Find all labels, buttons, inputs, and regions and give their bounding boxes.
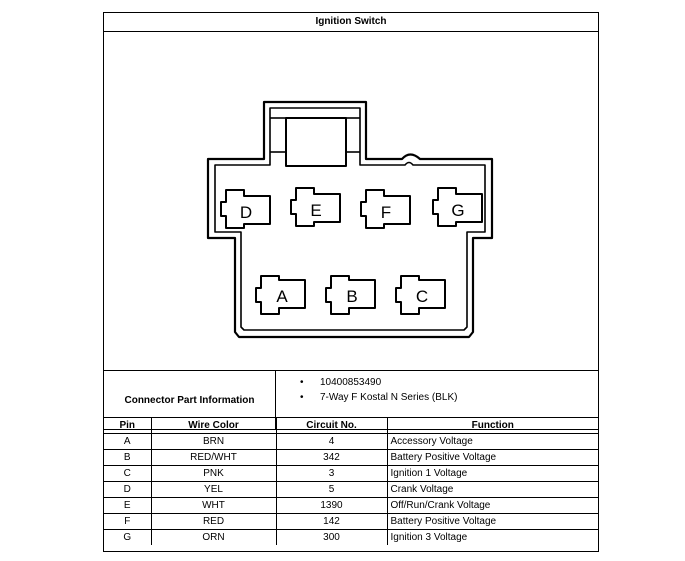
cell-circuit-no: 4	[275, 433, 388, 450]
pin-label-a: A	[276, 287, 288, 306]
connector-description: 7-Way F Kostal N Series (BLK)	[300, 390, 457, 405]
cell-pin: C	[104, 465, 152, 482]
cell-circuit-no: 1390	[275, 497, 388, 514]
table-row: G ORN 300 Ignition 3 Voltage	[104, 529, 598, 545]
cell-pin: B	[104, 449, 152, 466]
cell-circuit-no: 300	[275, 529, 388, 545]
table-row: D YEL 5 Crank Voltage	[104, 481, 598, 498]
cell-circuit-no: 342	[275, 449, 388, 466]
pinout-table: Pin Wire Color Circuit No. Function A BR…	[104, 417, 598, 545]
table-row: E WHT 1390 Off/Run/Crank Voltage	[104, 497, 598, 514]
connector-housing-outline	[206, 100, 494, 339]
cell-function: Ignition 3 Voltage	[386, 529, 598, 545]
cell-circuit-no: 5	[275, 481, 388, 498]
cell-function: Battery Positive Voltage	[386, 513, 598, 530]
header-function: Function	[386, 417, 598, 434]
cell-wire-color: ORN	[150, 529, 277, 545]
table-row: C PNK 3 Ignition 1 Voltage	[104, 465, 598, 482]
pin-label-d: D	[240, 203, 252, 222]
part-number: 10400853490	[300, 375, 457, 390]
cell-circuit-no: 3	[275, 465, 388, 482]
connector-sheet: Ignition Switch D	[103, 12, 599, 552]
table-row: B RED/WHT 342 Battery Positive Voltage	[104, 449, 598, 466]
cell-function: Accessory Voltage	[386, 433, 598, 450]
cavity-f	[360, 189, 411, 229]
pin-label-e: E	[310, 201, 321, 220]
pin-label-b: B	[346, 287, 357, 306]
cell-function: Off/Run/Crank Voltage	[386, 497, 598, 514]
cavity-b	[325, 275, 376, 315]
cell-wire-color: PNK	[150, 465, 277, 482]
pin-label-f: F	[381, 203, 391, 222]
cell-pin: F	[104, 513, 152, 530]
header-circuit-no: Circuit No.	[275, 417, 388, 434]
cell-circuit-no: 142	[275, 513, 388, 530]
header-pin: Pin	[104, 417, 152, 434]
sheet-title: Ignition Switch	[104, 13, 598, 32]
pin-label-g: G	[451, 201, 464, 220]
cell-pin: D	[104, 481, 152, 498]
connector-face-diagram: D E F G A B C	[206, 100, 494, 339]
cavity-a	[255, 275, 306, 315]
cell-pin: G	[104, 529, 152, 545]
cell-function: Battery Positive Voltage	[386, 449, 598, 466]
header-wire-color: Wire Color	[150, 417, 277, 434]
pin-label-c: C	[416, 287, 428, 306]
cell-wire-color: BRN	[150, 433, 277, 450]
table-row: F RED 142 Battery Positive Voltage	[104, 513, 598, 530]
table-row: A BRN 4 Accessory Voltage	[104, 433, 598, 450]
cavity-c	[395, 275, 446, 315]
cell-function: Crank Voltage	[386, 481, 598, 498]
cavity-g	[432, 187, 483, 227]
cell-function: Ignition 1 Voltage	[386, 465, 598, 482]
cell-wire-color: WHT	[150, 497, 277, 514]
cell-wire-color: RED	[150, 513, 277, 530]
pinout-header-row: Pin Wire Color Circuit No. Function	[104, 417, 598, 434]
cell-pin: E	[104, 497, 152, 514]
cavity-e	[290, 187, 341, 227]
cell-wire-color: YEL	[150, 481, 277, 498]
cavity-d	[220, 189, 271, 229]
connector-part-info-label: Connector Part Information	[104, 371, 276, 429]
cell-pin: A	[104, 433, 152, 450]
cell-wire-color: RED/WHT	[150, 449, 277, 466]
connector-part-info-list: 10400853490 7-Way F Kostal N Series (BLK…	[300, 375, 457, 405]
